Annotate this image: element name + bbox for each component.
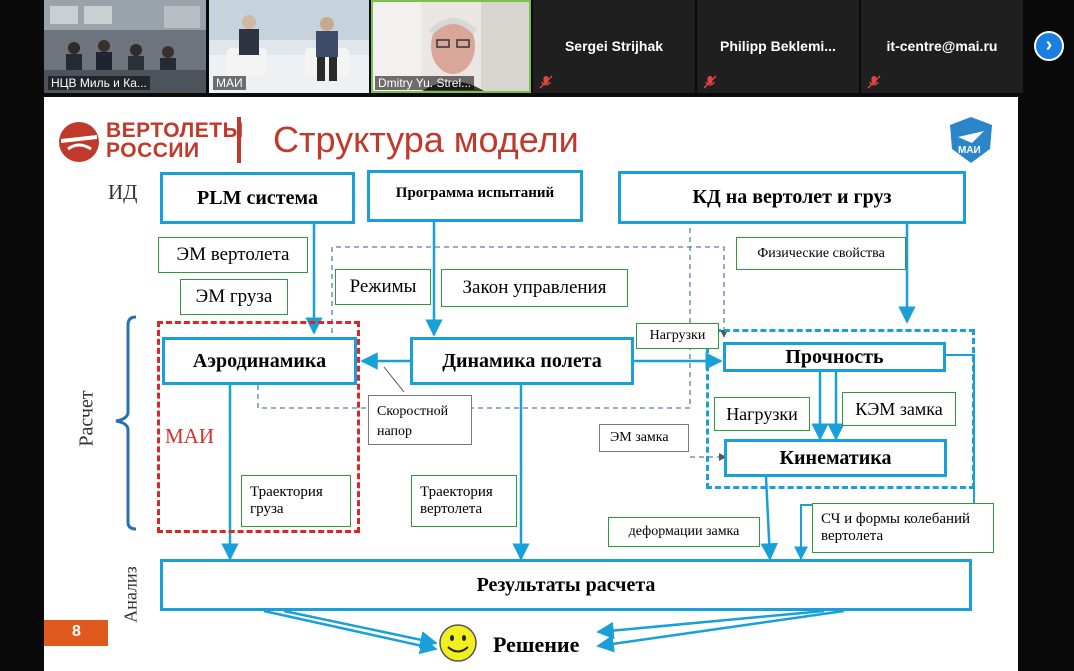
logo-text-line2: РОССИИ — [106, 139, 200, 162]
participant-label: Dmitry Yu. Strel... — [375, 76, 475, 90]
participant-name: Philipp Beklemi... — [720, 38, 836, 54]
decision-label: Решение — [493, 632, 580, 657]
video-tile-strel[interactable]: Dmitry Yu. Strel... — [371, 0, 531, 93]
label-cargo-trajectory-line2: груза — [250, 501, 284, 517]
mic-muted-icon — [539, 75, 553, 89]
label-loads-1: Нагрузки — [636, 323, 719, 349]
shared-slide: ВЕРТОЛЕТЫ РОССИИ Структура модели МАИ ИД… — [44, 97, 1018, 671]
label-physical-properties: Физические свойства — [736, 237, 906, 270]
label-em-helicopter: ЭМ вертолета — [158, 237, 308, 273]
smiley-face-icon — [439, 624, 477, 662]
label-helicopter-trajectory-line2: вертолета — [420, 501, 483, 517]
label-modes: Режимы — [335, 269, 431, 305]
mic-muted-icon — [867, 75, 881, 89]
page-number — [44, 620, 108, 646]
label-lock-deformation: деформации замка — [608, 517, 760, 547]
mic-muted-icon — [703, 75, 717, 89]
slide-title: Структура модели — [273, 119, 579, 160]
mai-shield-logo-icon — [950, 117, 992, 163]
test-program-box: Программа испытаний — [367, 170, 583, 222]
participant-tile-strijhak[interactable]: Sergei Strijhak — [533, 0, 695, 93]
kinematics-box: Кинематика — [724, 439, 947, 477]
label-dynamic-pressure: Скоростной напор — [368, 395, 472, 445]
label-loads-2: Нагрузки — [714, 397, 810, 431]
logo-text-line1: ВЕРТОЛЕТЫ — [106, 119, 244, 142]
video-tile-mai[interactable]: МАИ — [209, 0, 369, 93]
label-dynamic-pressure-line2: напор — [377, 424, 413, 439]
label-helicopter-trajectory-line1: Траектория — [420, 484, 493, 500]
participant-label: МАИ — [213, 76, 246, 90]
label-eigen-frequencies-line1: СЧ и формы колебаний — [821, 511, 971, 527]
label-eigen-frequencies-line2: вертолета — [821, 528, 884, 544]
next-page-button[interactable]: › — [1034, 31, 1064, 61]
label-dynamic-pressure-line1: Скоростной — [377, 404, 449, 419]
kd-box: КД на вертолет и груз — [618, 171, 966, 224]
aerodynamics-box: Аэродинамика — [162, 337, 357, 385]
mai-logo-text: МАИ — [958, 145, 981, 156]
label-cargo-trajectory: Траектория груза — [241, 475, 351, 527]
mai-red-label: МАИ — [165, 424, 215, 448]
results-box: Результаты расчета — [160, 559, 972, 611]
participant-label: НЦВ Миль и Ка... — [48, 76, 150, 90]
participant-tile-beklemishev[interactable]: Philipp Beklemi... — [697, 0, 859, 93]
strength-box: Прочность — [723, 342, 946, 372]
logo-divider — [237, 117, 241, 163]
label-lock-fem: КЭМ замка — [842, 392, 956, 426]
plm-system-box: PLM система — [160, 172, 355, 224]
label-cargo-trajectory-line1: Траектория — [250, 484, 323, 500]
flight-dynamics-box: Динамика полета — [410, 337, 634, 385]
helicopter-logo-icon — [59, 122, 99, 162]
label-eigen-frequencies: СЧ и формы колебаний вертолета — [812, 503, 994, 553]
chevron-right-icon: › — [1045, 34, 1053, 56]
participant-tile-itcentre[interactable]: it-centre@mai.ru — [861, 0, 1023, 93]
side-label-id: ИД — [108, 180, 138, 204]
mai-group-frame — [157, 321, 360, 533]
label-control-law: Закон управления — [441, 269, 628, 307]
video-tile-ncv[interactable]: НЦВ Миль и Ка... — [44, 0, 206, 93]
participant-name: it-centre@mai.ru — [886, 38, 998, 54]
strength-group-frame — [706, 329, 975, 489]
participant-name: Sergei Strijhak — [564, 38, 664, 54]
page-number-text: 8 — [72, 623, 81, 640]
label-helicopter-trajectory: Траектория вертолета — [411, 475, 517, 527]
label-em-cargo: ЭМ груза — [180, 279, 288, 315]
label-lock-em: ЭМ замка — [599, 424, 689, 452]
